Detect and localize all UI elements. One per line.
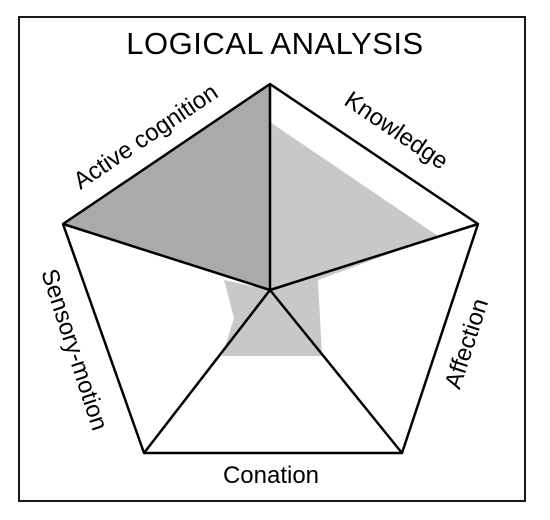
spoke-left [62, 222, 271, 292]
label-knowledge: Knowledge [339, 86, 453, 175]
spoke-bottom-left [143, 289, 271, 454]
label-affection: Affection [440, 295, 494, 392]
active-cognition-sector [63, 84, 270, 290]
spoke-right [269, 222, 479, 292]
spoke-bottom-right [269, 289, 403, 454]
pentagon-outline [61, 82, 480, 455]
label-conation: Conation [223, 462, 319, 489]
diagram-title: LOGICAL ANALYSIS [126, 26, 424, 61]
label-sensory-motion: Sensory-motion [35, 266, 113, 434]
